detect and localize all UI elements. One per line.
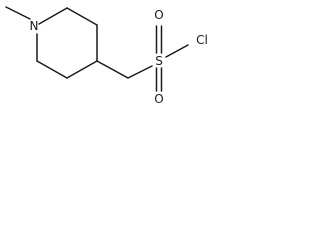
bond-ch2-s <box>127 65 153 79</box>
atom-oxygen-top: O <box>154 8 163 22</box>
atom-sulfur: S <box>155 54 163 68</box>
chemical-structure: N S O O Cl <box>5 6 208 106</box>
bond-c4-ch2 <box>96 60 129 79</box>
bond-c5-c6 <box>36 60 68 79</box>
bond-c4-c5 <box>66 60 98 79</box>
atom-oxygen-bottom: O <box>154 92 163 106</box>
bond-s-cl <box>165 44 189 58</box>
bond-methyl-n <box>5 6 31 20</box>
bond-n-c2 <box>38 7 68 25</box>
atom-nitrogen: N <box>30 19 39 33</box>
bond-c2-c3 <box>66 7 98 26</box>
atom-chlorine: Cl <box>196 33 208 47</box>
